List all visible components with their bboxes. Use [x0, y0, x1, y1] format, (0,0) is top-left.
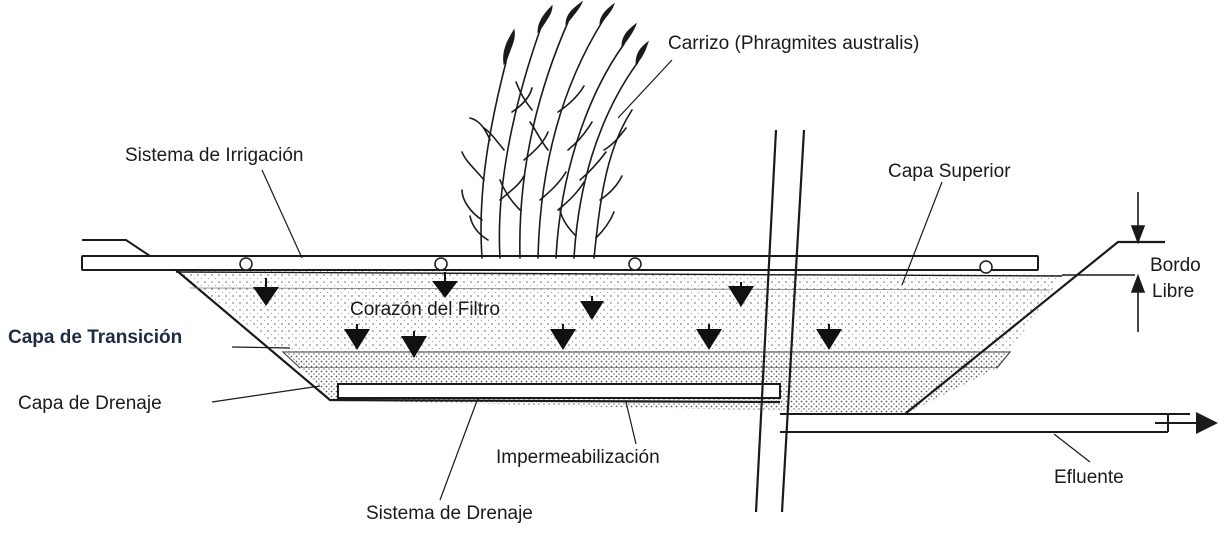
label-sistema-drenaje: Sistema de Drenaje	[366, 503, 533, 524]
reed-panicles	[503, 0, 649, 66]
flow-arrow-icon	[816, 324, 842, 350]
label-corazon-filtro: Corazón del Filtro	[350, 299, 500, 320]
top-layer-line	[175, 271, 1063, 291]
flow-arrow-icon	[550, 324, 576, 350]
transition-layer-body	[281, 351, 1012, 369]
irrigation-nozzles	[239, 257, 993, 274]
flow-arrow-icon	[728, 282, 754, 307]
effluent-arrow-icon	[1196, 412, 1218, 434]
label-impermeabilizacion: Impermeabilización	[496, 447, 660, 468]
flow-arrow-icon	[344, 324, 370, 350]
reed-plants-icon	[461, 21, 639, 259]
vertical-standpipe	[754, 129, 806, 513]
freeboard-dimension	[1130, 192, 1146, 332]
label-capa-drenaje: Capa de Drenaje	[18, 393, 162, 414]
label-efluente: Efluente	[1054, 467, 1124, 488]
flow-arrows	[253, 272, 842, 358]
flow-arrow-icon	[696, 324, 722, 350]
label-bordo: Bordo	[1150, 255, 1201, 276]
label-capa-superior: Capa Superior	[888, 161, 1011, 182]
basin-outline	[175, 240, 1165, 415]
effluent-pipe	[780, 413, 1200, 433]
irrigation-pipe	[81, 239, 1039, 271]
flow-arrow-icon	[253, 278, 279, 306]
flow-arrow-icon	[580, 296, 604, 320]
label-libre: Libre	[1152, 281, 1195, 302]
label-sistema-irrigacion: Sistema de Irrigación	[125, 145, 304, 166]
flow-arrow-icon	[432, 272, 458, 298]
drainage-pipe	[337, 383, 781, 399]
leader-lines	[211, 59, 1091, 501]
label-carrizo: Carrizo (Phragmites australis)	[668, 33, 920, 54]
label-capa-transicion: Capa de Transición	[8, 327, 183, 348]
filter-core-body	[176, 270, 1062, 352]
flow-arrow-icon	[401, 331, 427, 358]
